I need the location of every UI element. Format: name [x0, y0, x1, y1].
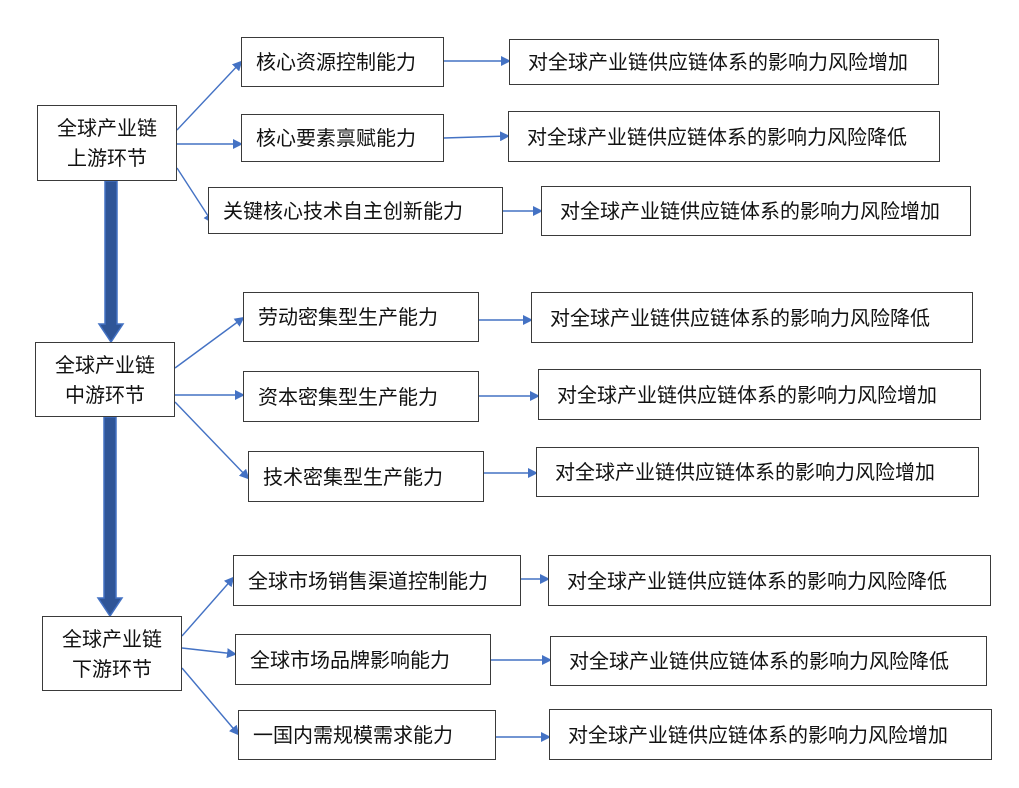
capability-box: 一国内需规模需求能力 [238, 710, 496, 760]
connector-arrow [176, 60, 243, 131]
stage-midstream-box: 全球产业链 中游环节 [35, 342, 175, 417]
connector-arrow [181, 576, 235, 637]
capability-box: 全球市场品牌影响能力 [235, 634, 491, 685]
capability-box: 资本密集型生产能力 [243, 371, 479, 422]
capability-box: 核心资源控制能力 [241, 37, 444, 87]
effect-box: 对全球产业链供应链体系的影响力风险增加 [509, 39, 939, 85]
stage-downstream-line1: 全球产业链 [62, 626, 162, 651]
connector-arrow [174, 401, 250, 480]
capability-box: 全球市场销售渠道控制能力 [233, 555, 521, 606]
effect-box: 对全球产业链供应链体系的影响力风险增加 [538, 369, 981, 420]
capability-box: 劳动密集型生产能力 [243, 292, 479, 342]
effect-box: 对全球产业链供应链体系的影响力风险增加 [536, 447, 979, 497]
capability-box: 关键核心技术自主创新能力 [208, 187, 503, 234]
stage-upstream-line2: 上游环节 [67, 146, 147, 170]
stage-downstream-box: 全球产业链 下游环节 [42, 616, 182, 691]
connector-arrow [181, 647, 237, 659]
capability-box: 技术密集型生产能力 [248, 451, 484, 502]
stage-midstream-line1: 全球产业链 [55, 352, 155, 377]
effect-box: 对全球产业链供应链体系的影响力风险降低 [550, 636, 987, 686]
stage-downstream-line2: 下游环节 [72, 656, 152, 681]
effect-box: 对全球产业链供应链体系的影响力风险降低 [548, 555, 991, 606]
effect-box: 对全球产业链供应链体系的影响力风险增加 [541, 186, 971, 236]
connector-arrow [181, 667, 240, 736]
stage-midstream-line2: 中游环节 [65, 382, 145, 407]
effect-box: 对全球产业链供应链体系的影响力风险降低 [531, 292, 973, 343]
effect-box: 对全球产业链供应链体系的影响力风险降低 [508, 111, 940, 162]
connector-arrow [174, 316, 245, 369]
effect-box: 对全球产业链供应链体系的影响力风险增加 [549, 709, 992, 760]
stage-upstream-line1: 全球产业链 [57, 116, 157, 140]
stage-flow-arrow [97, 180, 125, 344]
connector-arrow [176, 167, 214, 224]
stage-flow-arrow [96, 416, 124, 618]
capability-box: 核心要素禀赋能力 [241, 114, 444, 162]
stage-upstream-box: 全球产业链 上游环节 [37, 105, 177, 181]
connector-arrow [443, 131, 510, 142]
